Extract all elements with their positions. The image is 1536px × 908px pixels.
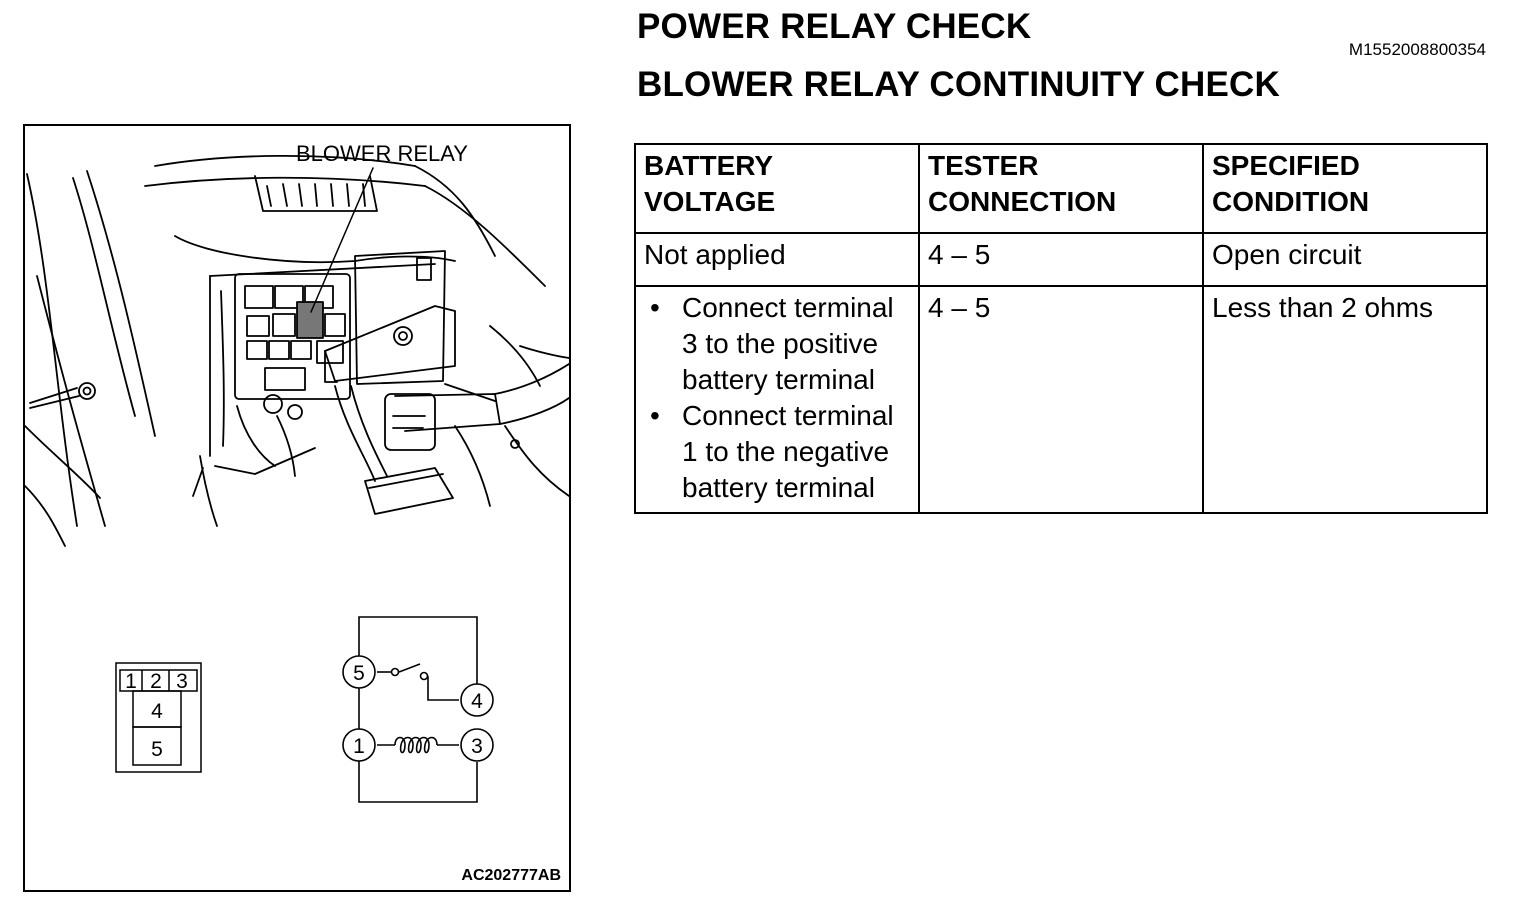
dashboard-illustration (25, 154, 569, 547)
blower-relay-callout: BLOWER RELAY (296, 141, 468, 166)
connector-pin-5: 5 (151, 738, 163, 761)
list-item: Connect terminal 3 to the positive batte… (650, 290, 910, 398)
page-subtitle: BLOWER RELAY CONTINUITY CHECK (637, 65, 1280, 104)
header-battery-voltage: BATTERY VOLTAGE (634, 143, 920, 234)
relay-circuit-diagram (342, 616, 494, 803)
header-tester-connection: TESTER CONNECTION (918, 143, 1204, 234)
cell-tester-connection: 4 – 5 (918, 285, 1204, 514)
figure-code: AC202777AB (461, 867, 561, 884)
circuit-terminal-1: 1 (353, 735, 365, 758)
circuit-terminal-5: 5 (353, 662, 365, 685)
relay-location-figure: 1 2 3 4 5 5 4 1 (23, 124, 571, 892)
cell-battery-voltage: Not applied (634, 232, 920, 287)
cell-specified-condition: Less than 2 ohms (1202, 285, 1488, 514)
cell-tester-connection: 4 – 5 (918, 232, 1204, 287)
circuit-terminal-4: 4 (471, 690, 483, 713)
cell-battery-voltage: Connect terminal 3 to the positive batte… (634, 285, 920, 514)
relay-check-table: BATTERY VOLTAGE TESTER CONNECTION SPECIF… (634, 143, 1488, 514)
connector-pin-3: 3 (176, 670, 188, 693)
connector-pin-labels: 1 2 3 4 5 (125, 670, 188, 761)
cell-specified-condition: Open circuit (1202, 232, 1488, 287)
connector-pin-1: 1 (125, 670, 137, 693)
table-row: Not applied 4 – 5 Open circuit (634, 232, 1488, 287)
table-row: Connect terminal 3 to the positive batte… (634, 285, 1488, 514)
document-id: M1552008800354 (1348, 40, 1486, 59)
table-header-row: BATTERY VOLTAGE TESTER CONNECTION SPECIF… (634, 143, 1488, 234)
connector-pin-2: 2 (150, 670, 162, 693)
list-item: Connect terminal 1 to the negative batte… (650, 398, 910, 506)
battery-voltage-steps: Connect terminal 3 to the positive batte… (644, 290, 910, 506)
circuit-terminal-3: 3 (471, 735, 483, 758)
relay-connector-diagram (115, 662, 202, 773)
page-title: POWER RELAY CHECK (637, 7, 1032, 46)
connector-pin-4: 4 (151, 700, 163, 723)
header-specified-condition: SPECIFIED CONDITION (1202, 143, 1488, 234)
circuit-terminal-labels: 5 4 1 3 (353, 662, 483, 758)
